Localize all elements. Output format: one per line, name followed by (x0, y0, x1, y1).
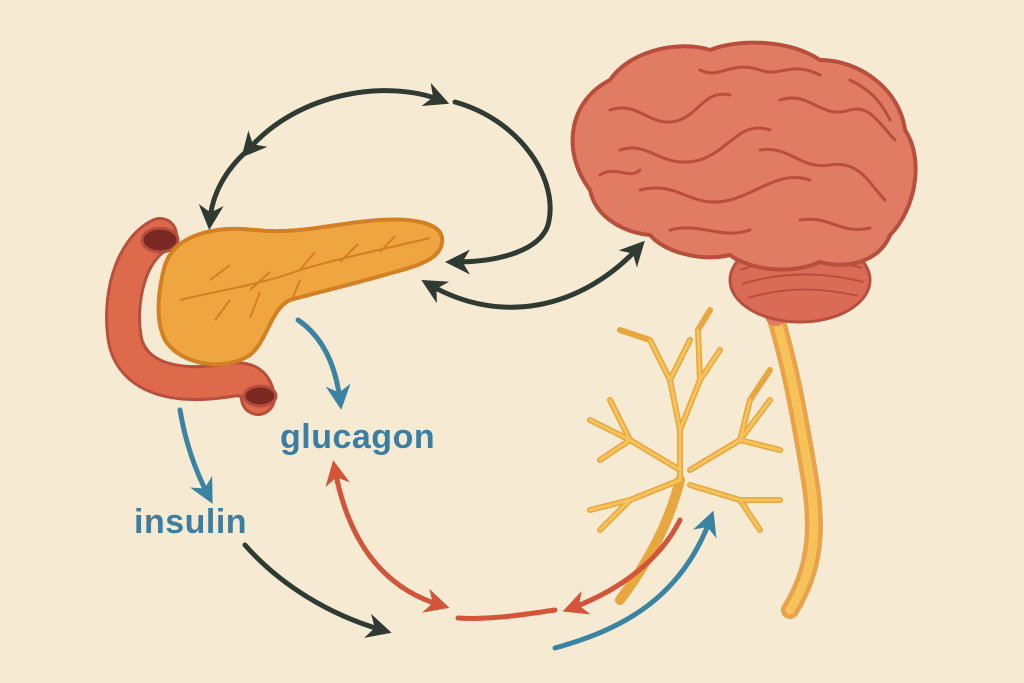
pancreas-brain-arrow (421, 240, 645, 310)
glucose-level-line (455, 607, 558, 621)
feedback-arrow-top-left (198, 147, 251, 230)
pancreas-illustration (105, 217, 445, 416)
glucagon-release-arrow (295, 317, 351, 410)
neuron-illustration (587, 307, 783, 605)
nerve-signal-arrow (552, 510, 717, 651)
glucagon-feedback-arrow (325, 460, 450, 613)
feedback-arrow-loop-right (445, 99, 553, 275)
feedback-arrow-top-right (241, 82, 450, 158)
insulin-label: insulin (134, 503, 248, 541)
insulin-outflow-arrow (242, 542, 392, 638)
brain-illustration (570, 40, 918, 324)
glucagon-label: glucagon (280, 418, 436, 456)
neuron-feedback-arrow (562, 517, 683, 615)
insulin-release-arrow (177, 407, 213, 504)
